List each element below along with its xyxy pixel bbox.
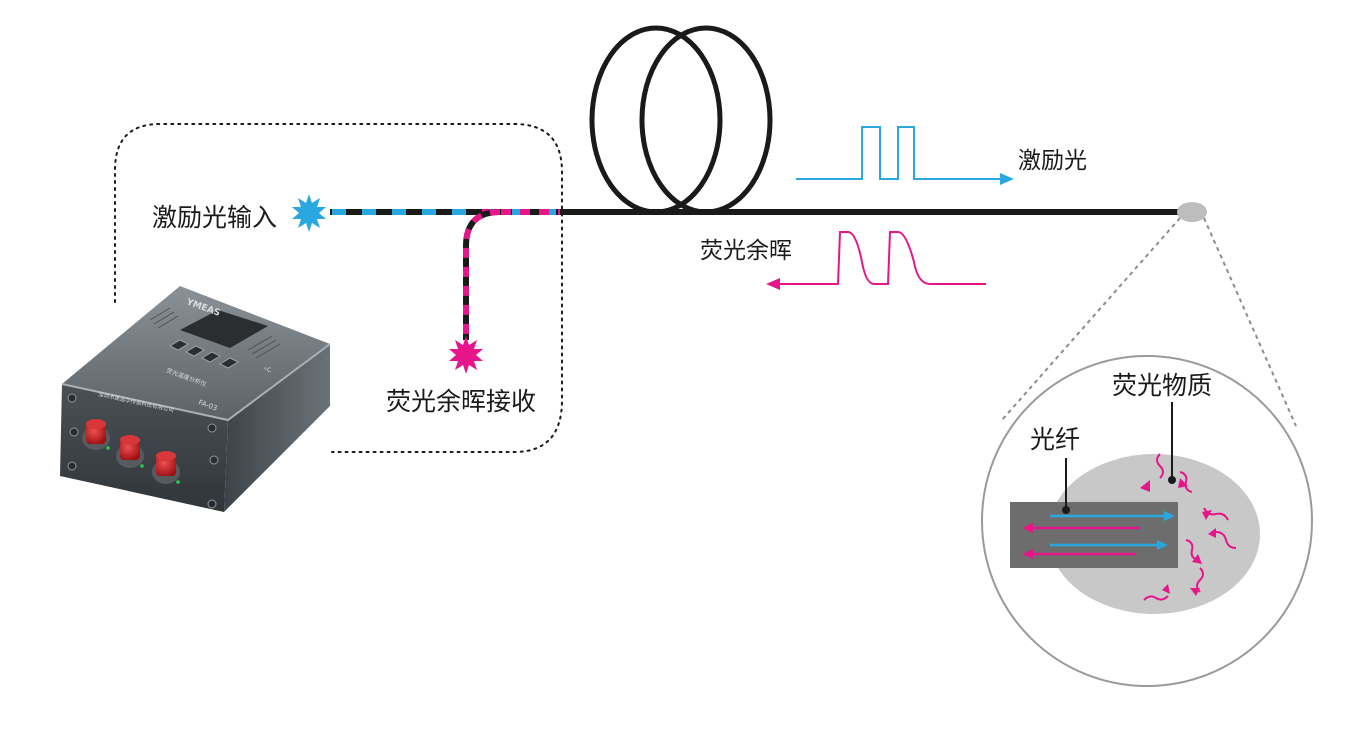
excitation-input-burst-icon xyxy=(292,194,326,232)
device-btn-up xyxy=(184,345,206,357)
connector-1 xyxy=(86,424,106,444)
excitation-arrow-head-icon xyxy=(1000,173,1014,185)
material-pointer-dot xyxy=(1168,476,1176,484)
device-leds xyxy=(106,446,180,484)
connector-2 xyxy=(120,440,140,460)
afterglow-receive-burst-icon xyxy=(449,336,483,374)
fluorescence-arrow-head-icon xyxy=(766,278,780,290)
device-side xyxy=(224,344,330,512)
pink-ray-1-head-icon xyxy=(1022,523,1033,533)
zoom-detail: 光纤 荧光物质 xyxy=(981,355,1313,687)
device-front xyxy=(60,384,228,512)
excitation-pulse-waveform xyxy=(796,126,1002,180)
fluorescence-afterglow-label: 荧光余晖 xyxy=(700,238,792,264)
device-buttons xyxy=(168,339,240,369)
device-vents xyxy=(149,307,281,359)
pink-ray-2-head-icon xyxy=(1022,549,1033,559)
connector-3 xyxy=(156,456,176,476)
zoom-guide-right xyxy=(1203,217,1297,427)
fiber-coil-loop-1 xyxy=(589,25,723,215)
device-display xyxy=(180,310,268,348)
fluorescence-analyzer-device: YMEAS 荧光温度分析仪 FA-03 °C 深圳市英诺华传感科技有限公司 xyxy=(60,286,331,512)
fluorescence-afterglow-waveform xyxy=(780,231,986,285)
fiber-coil-loop-2 xyxy=(639,25,773,215)
emission-heads xyxy=(1140,478,1216,596)
fluorescent-material-label: 荧光物质 xyxy=(1112,371,1212,400)
fiber-end-probe xyxy=(1177,202,1207,222)
device-boundary-dotted xyxy=(114,123,563,453)
blue-ray-2-head-icon xyxy=(1157,540,1168,550)
excitation-light-label: 激励光 xyxy=(1018,148,1087,174)
receiver-branch-dashes xyxy=(463,209,501,340)
device-screws xyxy=(67,393,219,509)
optical-fiber-rect xyxy=(1010,502,1178,568)
device-connectors xyxy=(82,419,180,484)
device-unit: °C xyxy=(264,367,271,374)
zoom-guide-left xyxy=(1001,217,1181,421)
fiber-pointer-dot xyxy=(1062,506,1070,514)
device-btn-ok xyxy=(218,357,240,369)
device-btn-play xyxy=(200,351,222,363)
afterglow-receive-label: 荧光余晖接收 xyxy=(386,387,536,416)
blue-ray-1-head-icon xyxy=(1164,511,1175,521)
optical-fiber-label: 光纤 xyxy=(1030,425,1080,454)
excitation-input-label: 激励光输入 xyxy=(152,203,277,232)
device-btn-set xyxy=(168,339,190,351)
